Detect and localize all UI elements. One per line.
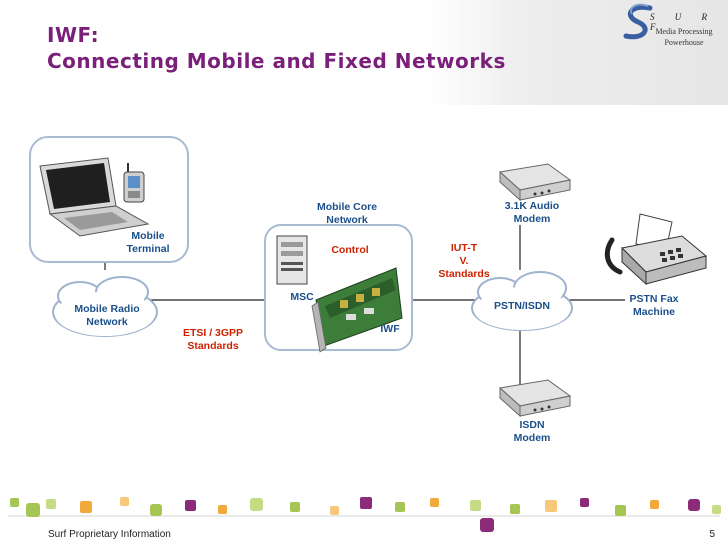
label-msc: MSC [290, 291, 314, 303]
label-mobile-radio-network: Mobile Radio Network [62, 303, 152, 329]
label-isdn-modem: ISDN Modem [494, 419, 570, 445]
page-number: 5 [709, 529, 715, 540]
label-etsi-line2: Standards [187, 340, 239, 352]
laptop-icon [39, 157, 150, 237]
label-mobile-radio-line2: Network [86, 316, 128, 328]
label-pstn-fax-line2: Machine [632, 306, 675, 318]
label-audio-modem-line1: 3.1K Audio [504, 200, 560, 212]
label-iwf: IWF [380, 323, 400, 335]
label-mobile-core-line1: Mobile Core [316, 201, 378, 213]
surf-logo-icon [623, 3, 653, 40]
title-line-1: IWF: [47, 23, 100, 47]
label-audio-modem: 3.1K Audio Modem [490, 200, 574, 226]
label-pstn-fax: PSTN Fax Machine [614, 293, 694, 319]
label-mobile-terminal-line1: Mobile [131, 230, 165, 242]
logo-tagline: Media Processing Powerhouse [640, 26, 728, 48]
label-pstn-fax-line1: PSTN Fax [629, 293, 679, 305]
pstn-isdn-cloud [471, 271, 573, 331]
interface-card-icon [311, 267, 403, 353]
footer-text: Surf Proprietary Information [48, 529, 171, 540]
label-iut-line3: Standards [438, 268, 490, 280]
label-audio-modem-line2: Modem [513, 213, 551, 225]
mobile-phone-icon [123, 163, 145, 203]
fax-machine-icon [604, 213, 708, 286]
label-isdn-modem-line1: ISDN [519, 419, 545, 431]
label-pstn-isdn: PSTN/ISDN [493, 300, 550, 312]
label-mobile-radio-line1: Mobile Radio [74, 303, 140, 315]
label-mobile-core-network: Mobile Core Network [302, 201, 392, 227]
label-control: Control [331, 244, 369, 256]
isdn-modem-icon [498, 379, 572, 418]
logo-background [428, 0, 728, 105]
label-mobile-terminal-line2: Terminal [126, 243, 170, 255]
slide-title: IWF: Connecting Mobile and Fixed Network… [47, 22, 506, 74]
label-iut-standards: IUT-T V. Standards [426, 242, 502, 281]
logo-letters: S U R F [650, 12, 716, 32]
label-iut-line2: V. [459, 255, 469, 267]
label-mobile-terminal: Mobile Terminal [108, 230, 188, 256]
logo-tagline-line2: Powerhouse [664, 38, 704, 47]
title-line-2: Connecting Mobile and Fixed Networks [47, 49, 506, 73]
audio-modem-icon [498, 163, 572, 202]
label-etsi-standards: ETSI / 3GPP Standards [168, 327, 258, 353]
server-icon [276, 235, 308, 285]
mobile-radio-cloud [52, 276, 158, 337]
label-isdn-modem-line2: Modem [513, 432, 551, 444]
label-etsi-line1: ETSI / 3GPP [182, 327, 244, 339]
logo-tagline-line1: Media Processing [655, 27, 713, 36]
label-mobile-core-line2: Network [326, 214, 368, 226]
footer-decoration [8, 497, 721, 532]
label-iut-line1: IUT-T [450, 242, 478, 254]
